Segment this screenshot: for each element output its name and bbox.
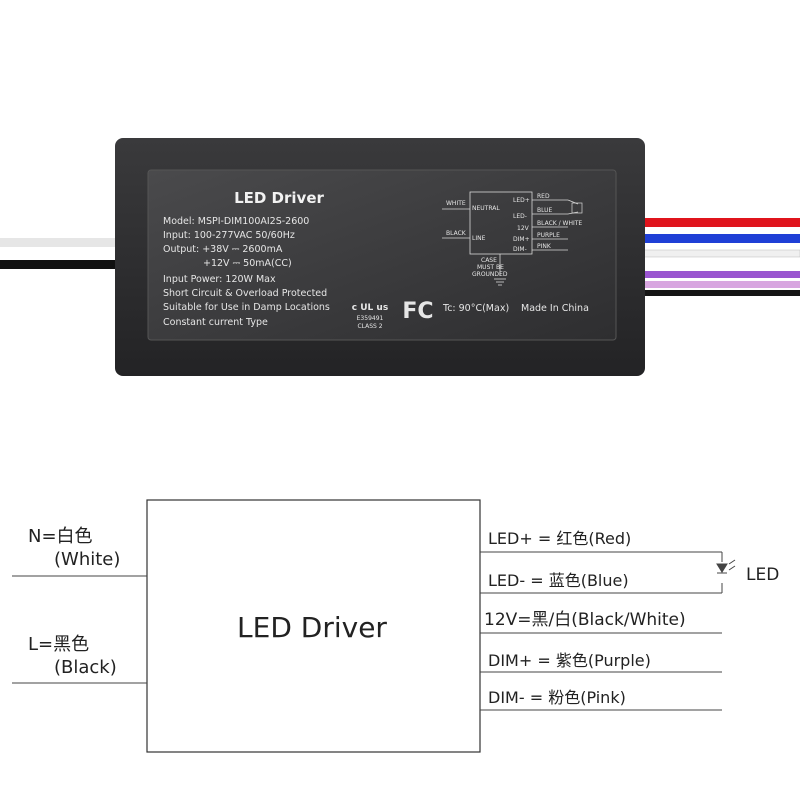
led-load-icon (716, 552, 736, 593)
schem-left-term: LINE (472, 235, 486, 242)
black-white-wire (639, 249, 800, 258)
schem-right-wire: PINK (537, 243, 552, 250)
spec-line: Model: MSPI-DIM100AI2S-2600 (163, 216, 309, 227)
ul-file: E359491 (357, 315, 384, 322)
output-label-led-plus: LED+ = 红色(Red) (488, 529, 631, 548)
output-label-dim-minus: DIM- = 粉色(Pink) (488, 688, 626, 707)
case-note: GROUNDED (472, 271, 508, 278)
spec-line: Input Power: 120W Max (163, 274, 276, 285)
schem-right-wire: RED (537, 193, 550, 200)
case-note: MUST BE (477, 264, 504, 271)
output-label-led-minus: LED- = 蓝色(Blue) (488, 571, 629, 590)
case-note: CASE (481, 257, 497, 264)
white-wire (0, 238, 125, 247)
schem-right-wire: PURPLE (537, 232, 560, 239)
input-label-n-color: (White) (54, 549, 120, 570)
led-symbol-icon (571, 202, 583, 214)
schem-right-term: LED+ (513, 197, 530, 204)
spec-line: Short Circuit & Overload Protected (163, 288, 327, 299)
purple-wire (640, 271, 800, 278)
label-panel (147, 169, 617, 341)
spec-lines: Model: MSPI-DIM100AI2S-2600 Input: 100-2… (163, 216, 330, 328)
input-label-l: L=黑色 (28, 634, 89, 655)
spec-line: Constant current Type (163, 317, 268, 328)
schem-left-term: NEUTRAL (472, 205, 500, 212)
ul-class: CLASS 2 (357, 323, 382, 330)
fcc-mark: FC (402, 299, 433, 324)
driver-box-title: LED Driver (237, 611, 387, 644)
schem-right-term: 12V (517, 225, 530, 232)
schematic-box (469, 191, 533, 255)
output-label-dim-plus: DIM+ = 紫色(Purple) (488, 651, 651, 670)
led-load-label: LED (746, 565, 779, 585)
black-wire (0, 260, 125, 269)
wiring-diagram: LED Driver N=白色 (White) L=黑色 (Black) LED… (12, 499, 779, 753)
schem-left-wire: WHITE (446, 200, 466, 207)
output-wires (639, 218, 800, 296)
input-wires (0, 238, 125, 269)
ul-logo: c UL us (352, 303, 388, 313)
schem-left-wire: BLACK (446, 230, 467, 237)
driver-box (146, 499, 481, 753)
schem-right-term: LED- (513, 213, 527, 220)
output-label-12v: 12V=黑/白(Black/White) (484, 610, 686, 630)
ground-icon (494, 278, 506, 286)
spec-line: +12V ⎓ 50mA(CC) (203, 258, 292, 269)
schem-right-wire: BLUE (537, 207, 553, 214)
spec-line: Input: 100-277VAC 50/60Hz (163, 230, 295, 241)
red-wire (640, 218, 800, 227)
device-title: LED Driver (234, 189, 324, 207)
driver-photo: LED Driver Model: MSPI-DIM100AI2S-2600 I… (0, 138, 800, 376)
spec-line: Output: +38V ⎓ 2600mA (163, 244, 283, 255)
input-label-l-color: (Black) (54, 657, 117, 678)
spec-line: Suitable for Use in Damp Locations (163, 302, 330, 313)
wiring-schematic: WHITE BLACK NEUTRAL LINE LED+ LED- 12V D… (442, 191, 583, 286)
input-label-n: N=白色 (28, 526, 93, 547)
ul-mark: c UL us E359491 CLASS 2 (352, 303, 388, 330)
pink-wire (640, 281, 800, 288)
black-wire-right (640, 290, 800, 296)
schem-right-term: DIM- (513, 246, 527, 253)
blue-wire (640, 234, 800, 243)
tc-rating: Tc: 90°C(Max) (442, 303, 509, 314)
schem-right-wire: BLACK / WHITE (537, 220, 582, 227)
schem-right-term: DIM+ (513, 236, 530, 243)
origin: Made In China (521, 303, 589, 314)
